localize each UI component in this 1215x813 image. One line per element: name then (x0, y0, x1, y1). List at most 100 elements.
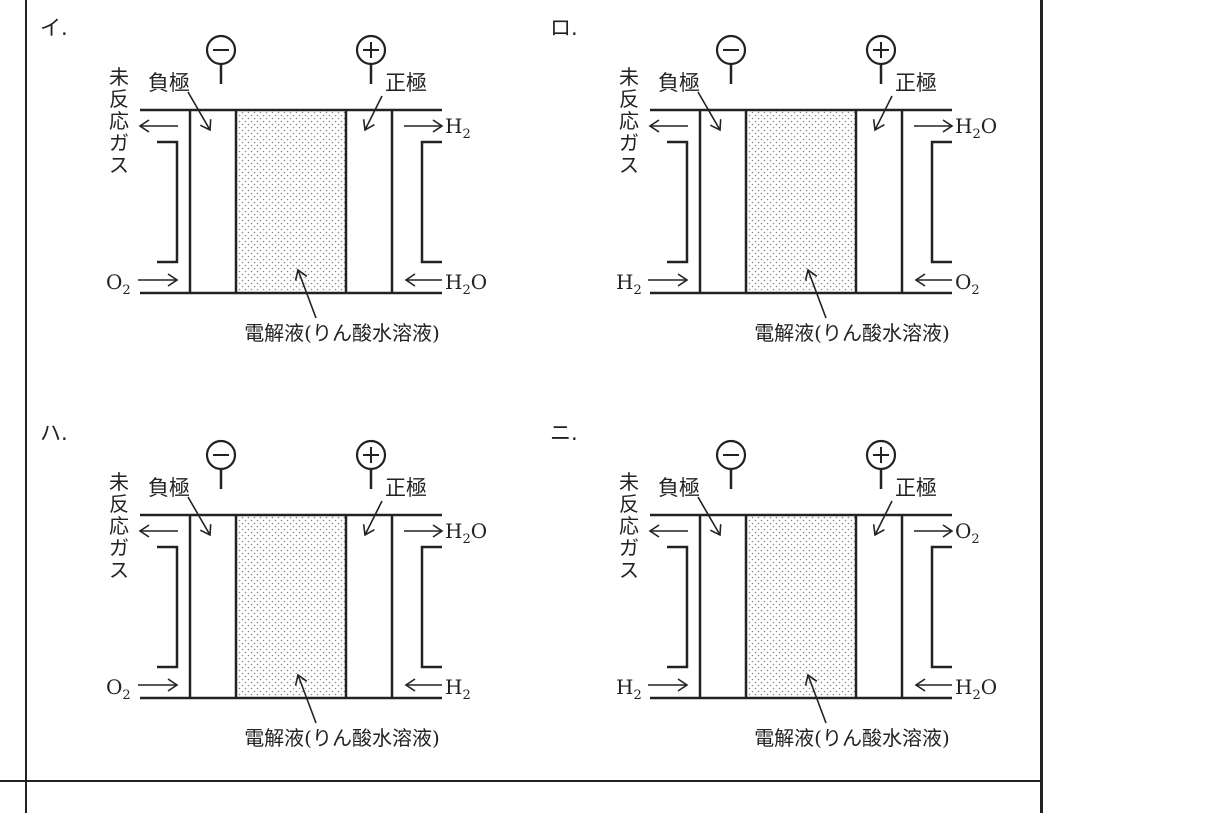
anode-label: 負極 (148, 476, 190, 500)
left-gas-duct (157, 140, 179, 264)
electrolyte-pointer-arrow-shaft (807, 269, 827, 319)
electrolyte-pointer-arrow-shaft (297, 674, 317, 724)
cathode-pointer-arrow-shaft (364, 500, 383, 536)
anode-pointer-arrow-shaft (187, 91, 211, 131)
right-outlet-gas-label: H2O (955, 114, 997, 142)
right-outlet-gas-label: H2O (445, 519, 487, 547)
electrolyte-label: 電解液(りん酸水溶液) (244, 726, 440, 750)
anode-pointer-arrow-head (199, 119, 212, 132)
electrolyte-label: 電解液(りん酸水溶液) (244, 321, 440, 345)
electrolyte-region (236, 110, 346, 293)
unreacted-gas-label-char: 未 (109, 470, 129, 494)
right-border-line (1040, 0, 1043, 813)
electrolyte-pointer-arrow-head (804, 673, 818, 686)
unreacted-gas-label-char: 未 (619, 470, 639, 494)
cathode-pointer-arrow-shaft (874, 500, 893, 536)
right-outlet-arrow-head (942, 524, 954, 538)
cathode-pointer-arrow-head (872, 119, 885, 132)
unreacted-gas-label-char: ガ (619, 536, 639, 560)
anode-label: 負極 (658, 476, 700, 500)
anode-pointer-arrow-head (709, 119, 722, 132)
cathode-pointer-arrow-shaft (874, 95, 893, 131)
electrolyte-label: 電解液(りん酸水溶液) (754, 726, 950, 750)
right-outlet-gas-label: O2 (955, 519, 980, 547)
unreacted-gas-out-arrow-head (138, 119, 150, 133)
right-inlet-gas-label: H2O (955, 675, 997, 703)
cathode-label: 正極 (895, 71, 937, 95)
left-inlet-arrow-head (677, 273, 689, 287)
choice-label: ロ. (550, 16, 578, 40)
left-inlet-gas-label: H2 (616, 270, 642, 298)
right-outlet-arrow-head (432, 524, 444, 538)
right-outlet-arrow-head (432, 119, 444, 133)
right-gas-duct (420, 140, 442, 264)
right-gas-duct (930, 140, 952, 264)
anode-pointer-arrow-shaft (697, 91, 721, 131)
electrolyte-region (236, 515, 346, 698)
anode-label: 負極 (658, 71, 700, 95)
unreacted-gas-out-arrow-head (648, 119, 660, 133)
unreacted-gas-label-char: ス (619, 153, 639, 177)
right-inlet-gas-label: H2 (445, 675, 471, 703)
unreacted-gas-out-arrow-head (648, 524, 660, 538)
unreacted-gas-label-char: 応 (109, 514, 129, 538)
unreacted-gas-label-char: 応 (619, 514, 639, 538)
unreacted-gas-label-char: ス (619, 558, 639, 582)
cathode-label: 正極 (895, 476, 937, 500)
anode-pointer-arrow-head (199, 524, 212, 537)
left-inlet-arrow-head (677, 678, 689, 692)
left-inlet-gas-label: H2 (616, 675, 642, 703)
unreacted-gas-label-char: ガ (109, 536, 129, 560)
cathode-pointer-arrow-shaft (364, 95, 383, 131)
left-border-line (25, 0, 27, 813)
cathode-pointer-arrow-head (362, 524, 375, 537)
electrolyte-label: 電解液(りん酸水溶液) (754, 321, 950, 345)
right-inlet-gas-label: O2 (955, 270, 980, 298)
cathode-pointer-arrow-head (362, 119, 375, 132)
choice-label: ハ. (40, 421, 68, 445)
unreacted-gas-label-char: 応 (619, 109, 639, 133)
bottom-left-tick (25, 782, 27, 813)
cathode-label: 正極 (385, 476, 427, 500)
right-outlet-arrow-head (942, 119, 954, 133)
unreacted-gas-label-char: 未 (109, 65, 129, 89)
left-inlet-arrow-head (167, 273, 179, 287)
right-inlet-arrow-head (404, 678, 416, 692)
unreacted-gas-label-char: 反 (619, 492, 639, 516)
unreacted-gas-label-char: 未 (619, 65, 639, 89)
right-outlet-gas-label: H2 (445, 114, 471, 142)
left-gas-duct (157, 545, 179, 669)
right-inlet-arrow-head (914, 678, 926, 692)
electrolyte-pointer-arrow-shaft (297, 269, 317, 319)
unreacted-gas-label-char: 反 (109, 492, 129, 516)
bottom-divider-line (0, 780, 1043, 782)
unreacted-gas-out-arrow-head (138, 524, 150, 538)
right-inlet-arrow-head (914, 273, 926, 287)
left-gas-duct (667, 545, 689, 669)
anode-pointer-arrow-shaft (187, 496, 211, 536)
cathode-pointer-arrow-head (872, 524, 885, 537)
cathode-label: 正極 (385, 71, 427, 95)
electrolyte-region (746, 110, 856, 293)
electrolyte-region (746, 515, 856, 698)
right-inlet-gas-label: H2O (445, 270, 487, 298)
right-gas-duct (420, 545, 442, 669)
electrolyte-pointer-arrow-head (294, 268, 308, 281)
anode-label: 負極 (148, 71, 190, 95)
left-inlet-gas-label: O2 (106, 675, 131, 703)
unreacted-gas-label-char: ガ (109, 131, 129, 155)
right-gas-duct (930, 545, 952, 669)
right-inlet-arrow-head (404, 273, 416, 287)
unreacted-gas-label-char: ガ (619, 131, 639, 155)
unreacted-gas-label-char: 反 (619, 87, 639, 111)
fuel-cell-diagram: 負極正極未反応ガスO2H2H2O電解液(りん酸水溶液) (106, 34, 487, 345)
left-inlet-arrow-head (167, 678, 179, 692)
choice-label: ニ. (550, 421, 578, 445)
electrolyte-pointer-arrow-head (294, 673, 308, 686)
unreacted-gas-label-char: ス (109, 153, 129, 177)
